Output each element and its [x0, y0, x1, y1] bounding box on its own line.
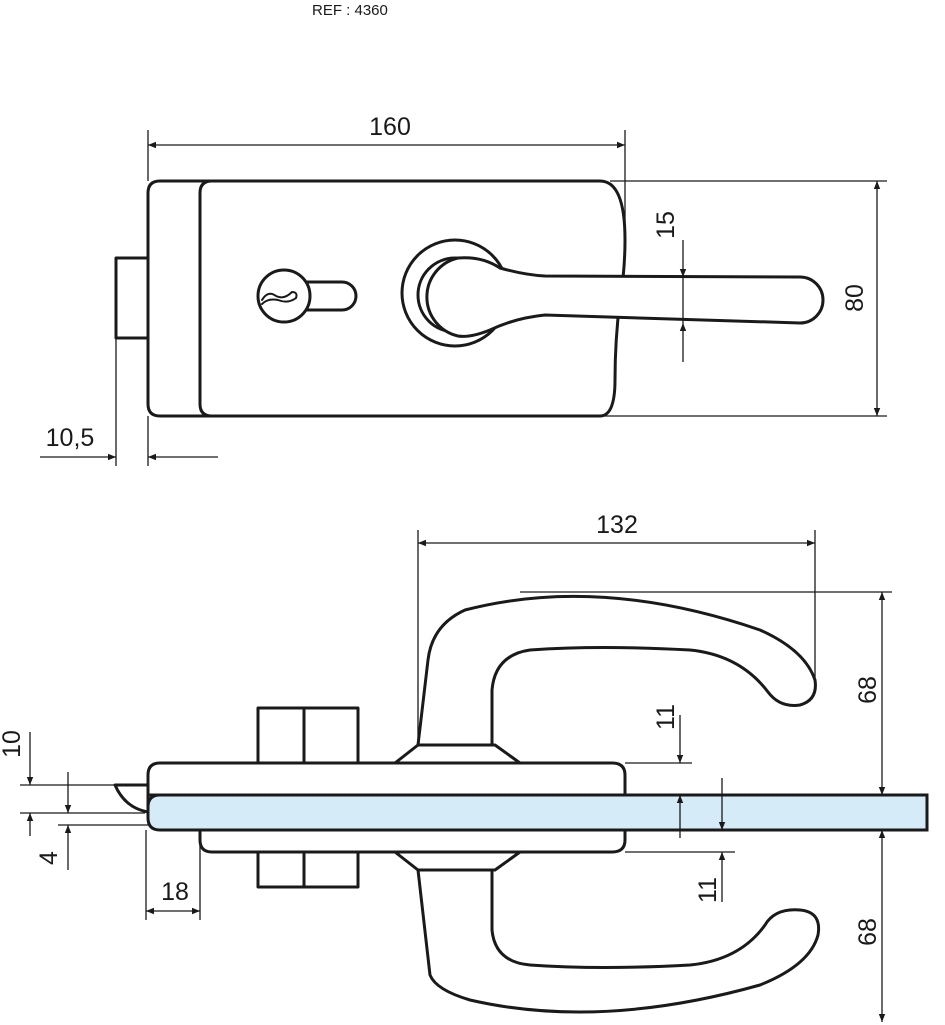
bottom-block	[256, 848, 360, 889]
dim-offset-label: 4	[35, 851, 63, 865]
top-plate	[146, 761, 627, 797]
dim-reach-label: 132	[596, 511, 638, 539]
top-view: 160 80 15 10,5	[40, 113, 887, 466]
dim-latch-label: 10	[0, 730, 26, 758]
body-divider	[198, 179, 214, 418]
lower-handle	[416, 868, 821, 1014]
bottom-plate	[198, 828, 627, 854]
dim-plate-top-label: 11	[652, 704, 680, 730]
side-view: 132 68 68 11 11 10 4 18	[0, 511, 929, 1022]
latch	[113, 783, 150, 814]
dim-handle-label: 15	[652, 211, 680, 239]
key-slot	[298, 280, 358, 312]
bolt	[114, 256, 152, 340]
upper-rosette	[393, 743, 522, 765]
key-icon	[261, 291, 298, 305]
reference-label: REF : 4360	[312, 2, 388, 19]
dim-bolt-label: 10,5	[46, 424, 95, 452]
dim-height-label: 80	[841, 284, 869, 312]
dim-plate-bottom-label: 11	[694, 877, 722, 903]
dim-edge-label: 18	[161, 878, 189, 906]
glass-panel	[146, 793, 929, 832]
lever-handle	[425, 256, 825, 338]
top-block	[256, 706, 360, 768]
dim-width-label: 160	[369, 113, 411, 141]
dim-top-height-label: 68	[854, 676, 882, 704]
dim-bottom-height-label: 68	[854, 918, 882, 946]
upper-handle	[416, 594, 817, 747]
lower-rosette	[393, 850, 522, 872]
